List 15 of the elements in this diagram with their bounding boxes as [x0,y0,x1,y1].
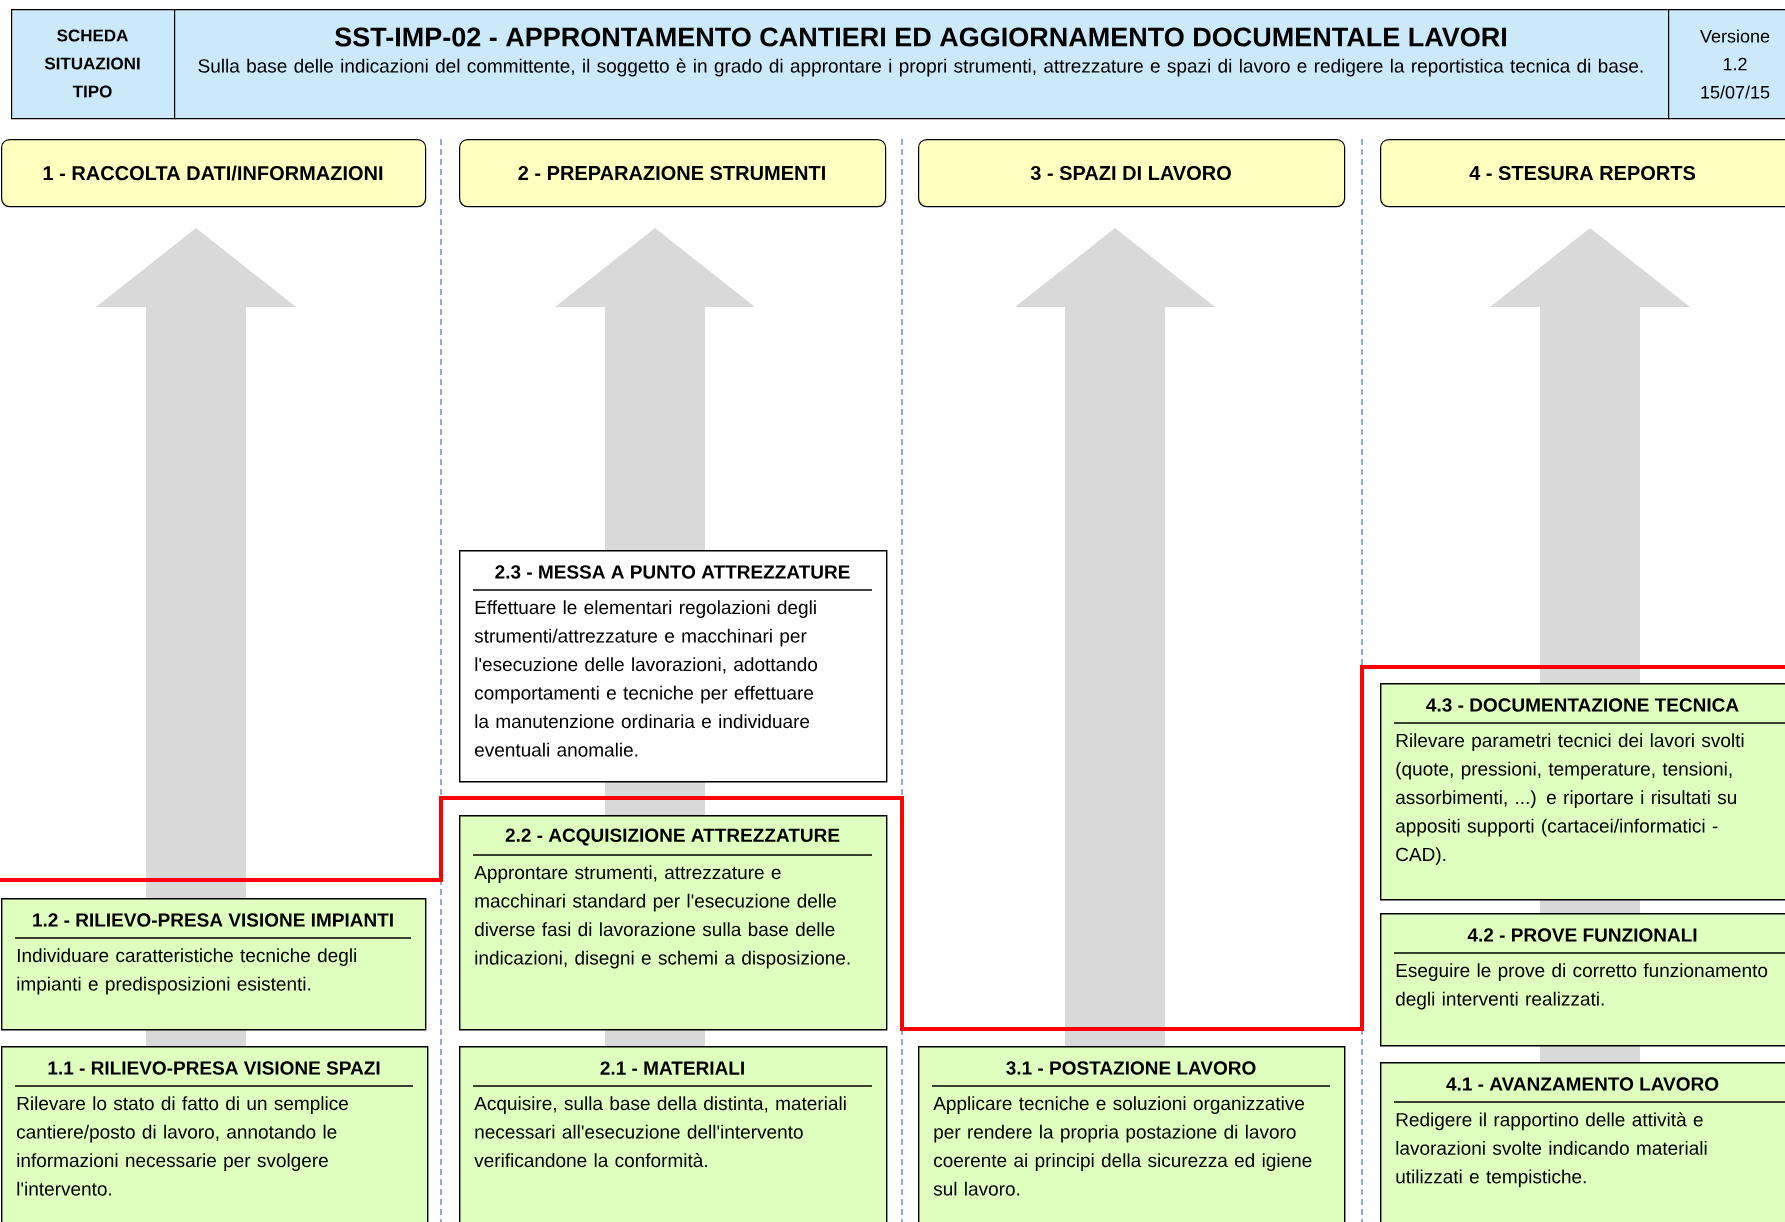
version-box: Versione 1.2 15/07/15 [1668,9,1785,120]
task-box: 1.1 - RILIEVO-PRESA VISIONE SPAZI Rilevare lo stato di fatto di un semplice cantiere/posto di lavoro, annotando le informazioni necessarie per svolgere l'intervento. [1,1046,429,1222]
task-box: 2.2 - ACQUISIZIONE ATTREZZATURE Approntare strumenti, attrezzature e macchinari standard per l'esecuzione delle diverse fasi di lavorazione sulla base delle indicazioni, disegni e schemi a disposizione. [459,815,888,1031]
column-header: 1 - RACCOLTA DATI/INFORMAZIONI [1,139,427,208]
column-header: 4 - STESURA REPORTS [1380,139,1785,208]
column-header: 3 - SPAZI DI LAVORO [918,139,1346,208]
task-box: 4.1 - AVANZAMENTO LAVORO Redigere il rapportino delle attività e lavorazioni svolte indicando materiali utilizzati e tempistiche. [1380,1062,1785,1222]
column-header: 2 - PREPARAZIONE STRUMENTI [459,139,887,208]
task-box: 4.2 - PROVE FUNZIONALI Eseguire le prove di corretto funzionamento degli interventi realizzati. [1380,913,1785,1047]
task-box: 3.1 - POSTAZIONE LAVORO Applicare tecniche e soluzioni organizzative per rendere la propria postazione di lavoro coerente ai principi della sicurezza ed igiene sul lavoro. [918,1046,1346,1222]
header-box: SCHEDA SITUAZIONI TIPO [11,9,176,120]
task-box: 2.3 - MESSA A PUNTO ATTREZZATURE Effettuare le elementari regolazioni degli strumenti/attrezzature e macchinari per l'esecuzione delle lavorazioni, adottando comportamenti e tecniche per effettuare la manutenzione ordinaria e individuare eventuali anomalie. [459,550,888,783]
task-box: 4.3 - DOCUMENTAZIONE TECNICA Rilevare parametri tecnici dei lavori svolti (quote, pressioni, temperature, tensioni, assorbimenti, ...) e riportare i risultati su appositi supporti (cartacei/informatici - CAD). [1380,683,1785,901]
task-box: 2.1 - MATERIALI Acquisire, sulla base della distinta, materiali necessari all'esecuzione dell'intervento verificandone la conformità. [459,1046,888,1222]
task-box: 1.2 - RILIEVO-PRESA VISIONE IMPIANTI Individuare caratteristiche tecniche degli impianti e predisposizioni esistenti. [1,898,427,1031]
